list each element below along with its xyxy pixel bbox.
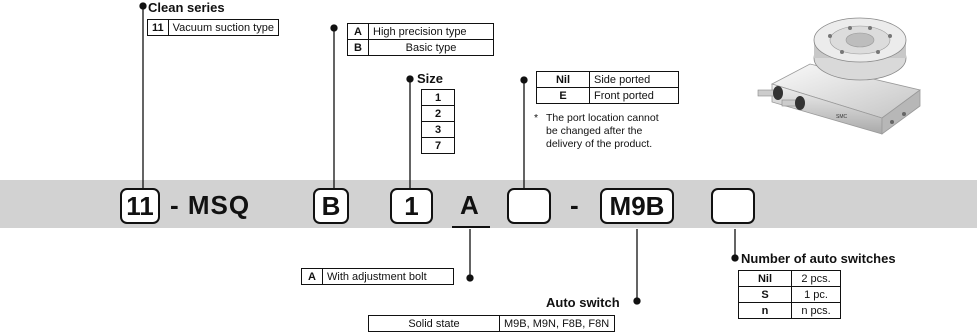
- type-cell: Solid state: [368, 315, 500, 332]
- auto-switch-title: Auto switch: [546, 295, 620, 310]
- table-row: E Front ported: [536, 87, 679, 104]
- desc-cell: Basic type: [368, 39, 494, 56]
- code-cell: S: [738, 286, 792, 303]
- table-row: 2: [421, 105, 455, 122]
- size-title: Size: [417, 71, 444, 86]
- code-box-precision: B: [313, 188, 349, 224]
- precision-table: A High precision type B Basic type: [347, 23, 494, 56]
- desc-cell: With adjustment bolt: [322, 268, 454, 285]
- code-box-auto-switch: M9B: [600, 188, 674, 224]
- code-msq: - MSQ: [170, 190, 251, 220]
- size-cell: 3: [421, 121, 455, 138]
- code-adjustment: A: [460, 190, 480, 220]
- table-row: n n pcs.: [738, 302, 841, 319]
- size-table: 1 2 3 7: [421, 89, 455, 154]
- rotary-table-image: SMC: [757, 17, 921, 135]
- code-cell: n: [738, 302, 792, 319]
- note-line: delivery of the product.: [546, 138, 653, 150]
- code-box-size: 1: [390, 188, 433, 224]
- table-row: 3: [421, 121, 455, 138]
- product-label: SMC: [836, 114, 848, 120]
- desc-cell: n pcs.: [791, 302, 841, 319]
- code-cell: B: [347, 39, 369, 56]
- code-cell: Nil: [738, 270, 792, 287]
- desc-cell: 1 pc.: [791, 286, 841, 303]
- desc-cell: 2 pcs.: [791, 270, 841, 287]
- code-cell: 11: [147, 19, 169, 36]
- desc-cell: High precision type: [368, 23, 494, 40]
- code-cell: A: [301, 268, 323, 285]
- size-cell: 2: [421, 105, 455, 122]
- code-box-num-switches: [711, 188, 755, 224]
- desc-cell: Side ported: [589, 71, 679, 88]
- desc-cell: Vacuum suction type: [167, 19, 279, 36]
- table-row: 1: [421, 89, 455, 106]
- desc-cell: Front ported: [589, 87, 679, 104]
- adjustment-table: A With adjustment bolt: [301, 268, 454, 285]
- clean-series-title: Clean series: [148, 0, 225, 15]
- table-row: Nil Side ported: [536, 71, 679, 88]
- auto-switch-table: Solid state M9B, M9N, F8B, F8N: [368, 315, 615, 332]
- part-number-band: [0, 180, 977, 228]
- port-note-mark: *: [534, 112, 539, 124]
- port-note: The port location cannot be changed afte…: [546, 112, 659, 151]
- note-line: The port location cannot: [546, 112, 659, 124]
- table-row: 7: [421, 137, 455, 154]
- table-row: Nil 2 pcs.: [738, 270, 841, 287]
- size-cell: 1: [421, 89, 455, 106]
- num-switches-title: Number of auto switches: [741, 251, 896, 266]
- table-row: Solid state M9B, M9N, F8B, F8N: [368, 315, 615, 332]
- code-box-clean: 11: [120, 188, 160, 224]
- table-row: B Basic type: [347, 39, 494, 56]
- table-row: S 1 pc.: [738, 286, 841, 303]
- table-row: 11 Vacuum suction type: [147, 19, 279, 36]
- models-cell: M9B, M9N, F8B, F8N: [499, 315, 615, 332]
- note-line: be changed after the: [546, 125, 643, 137]
- code-box-port: [507, 188, 551, 224]
- code-cell: E: [536, 87, 590, 104]
- table-row: A With adjustment bolt: [301, 268, 454, 285]
- table-row: A High precision type: [347, 23, 494, 40]
- code-dash: -: [570, 190, 580, 220]
- port-table: Nil Side ported E Front ported: [536, 71, 679, 104]
- num-switches-table: Nil 2 pcs. S 1 pc. n n pcs.: [738, 270, 841, 319]
- code-cell: Nil: [536, 71, 590, 88]
- size-cell: 7: [421, 137, 455, 154]
- clean-series-table: 11 Vacuum suction type: [147, 19, 279, 36]
- code-cell: A: [347, 23, 369, 40]
